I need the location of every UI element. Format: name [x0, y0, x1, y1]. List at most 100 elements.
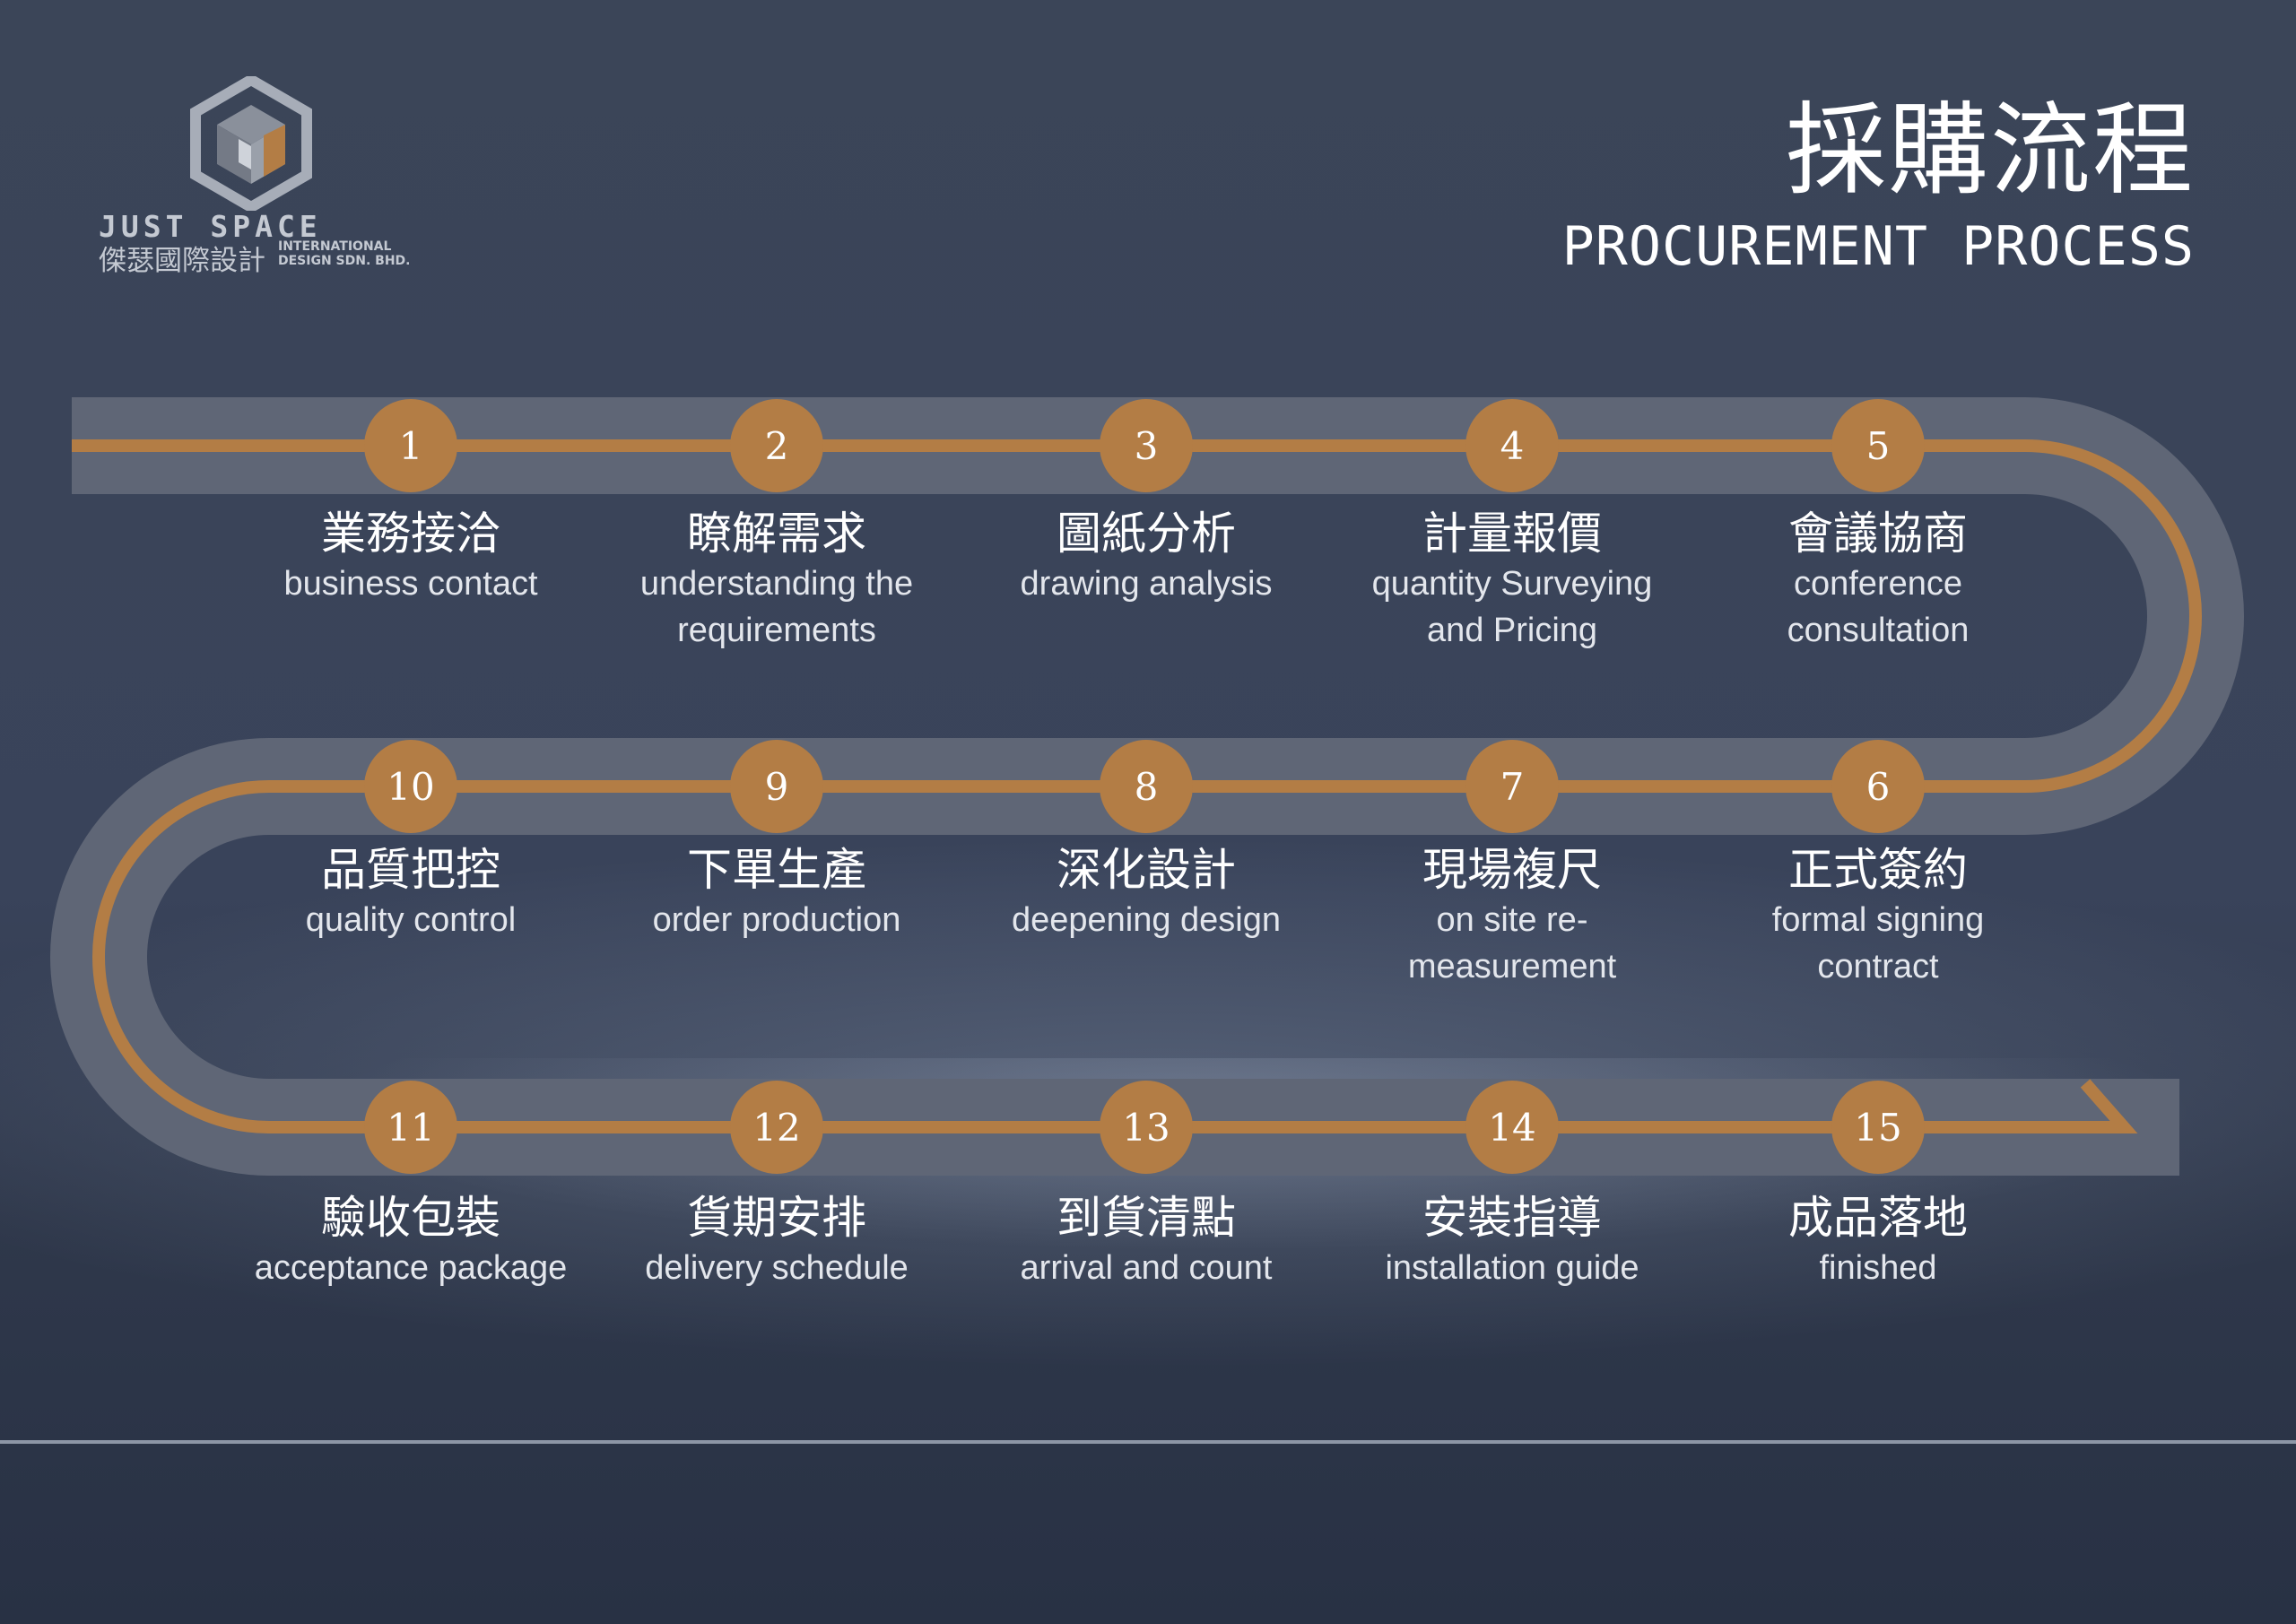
step-title-cn: 正式簽約 — [1788, 844, 1968, 896]
bottom-divider — [0, 1440, 2296, 1444]
page-title-en: PROCUREMENT PROCESS — [1561, 215, 2195, 278]
step-title-cn: 貨期安排 — [687, 1192, 866, 1244]
step-title-en: arrival and count — [1020, 1249, 1273, 1287]
brand-wordmark: JUST SPACE — [99, 209, 322, 244]
flow-end-arrow-icon — [2054, 1079, 2138, 1133]
step-title-cn: 到貨清點 — [1057, 1192, 1236, 1244]
step-circle — [364, 399, 457, 492]
step-number: 5 — [1866, 424, 1891, 468]
step-circle — [1465, 1081, 1559, 1174]
step-node-15: 15 — [1831, 1081, 1925, 1174]
step-label-3: 圖紙分析 drawing analysis — [985, 507, 1308, 607]
step-title-en: acceptance package — [254, 1249, 568, 1287]
step-title-en: deepening design — [1011, 901, 1282, 939]
step-title-en: conference consultation — [1787, 565, 1970, 649]
step-title-cn: 業務接洽 — [321, 508, 500, 560]
step-label-1: 業務接洽 business contact — [249, 507, 572, 607]
step-label-11: 驗收包裝 acceptance package — [249, 1191, 572, 1291]
step-title-cn: 計量報價 — [1422, 508, 1602, 560]
step-title-cn: 圖紙分析 — [1057, 508, 1236, 560]
step-title-en: quality control — [305, 901, 517, 939]
step-circle — [730, 399, 823, 492]
step-node-11: 11 — [364, 1081, 457, 1174]
cube-logo-icon — [190, 76, 312, 211]
step-node-3: 3 — [1100, 399, 1193, 492]
step-title-cn: 會議協商 — [1788, 508, 1968, 560]
step-label-15: 成品落地 finished — [1717, 1191, 2039, 1291]
step-node-5: 5 — [1831, 399, 1925, 492]
step-title-en: business contact — [283, 565, 538, 603]
step-number: 8 — [1135, 765, 1159, 809]
step-label-12: 貨期安排 delivery schedule — [615, 1191, 938, 1291]
step-title-cn: 品質把控 — [321, 844, 500, 896]
step-circle — [730, 1081, 823, 1174]
step-number: 11 — [387, 1106, 434, 1150]
step-number: 6 — [1866, 765, 1891, 809]
step-label-8: 深化設計 deepening design — [985, 843, 1308, 943]
step-circle — [1465, 740, 1559, 833]
step-label-13: 到貨清點 arrival and count — [985, 1191, 1308, 1291]
step-circle — [1465, 399, 1559, 492]
brand-name-en-line1: INTERNATIONAL — [278, 239, 392, 254]
step-node-9: 9 — [730, 740, 823, 833]
step-title-en: drawing analysis — [1020, 565, 1273, 603]
step-number: 2 — [765, 424, 789, 468]
brand-logo: JUST SPACE 傑瑟國際設計 INTERNATIONAL DESIGN S… — [99, 76, 411, 277]
brand-name-cn: 傑瑟國際設計 — [99, 245, 265, 277]
step-label-14: 安裝指導 installation guide — [1351, 1191, 1674, 1291]
brand-name-en-line2: DESIGN SDN. BHD. — [278, 254, 411, 268]
brand-name-en: INTERNATIONAL DESIGN SDN. BHD. — [278, 239, 411, 268]
step-number: 13 — [1122, 1106, 1170, 1150]
step-title-en: finished — [1819, 1249, 1937, 1287]
step-circle — [1831, 1081, 1925, 1174]
step-title-en: delivery schedule — [645, 1249, 909, 1287]
step-number: 7 — [1500, 765, 1525, 809]
step-label-10: 品質把控 quality control — [249, 843, 572, 943]
step-number: 3 — [1135, 424, 1159, 468]
step-number: 15 — [1854, 1106, 1901, 1150]
step-node-4: 4 — [1465, 399, 1559, 492]
step-circle — [1100, 399, 1193, 492]
step-title-en: order production — [652, 901, 901, 939]
step-node-2: 2 — [730, 399, 823, 492]
step-title-en: installation guide — [1385, 1249, 1639, 1287]
step-title-en: quantity Surveying and Pricing — [1371, 565, 1653, 649]
step-circle — [364, 740, 457, 833]
step-node-6: 6 — [1831, 740, 1925, 833]
step-circle — [1100, 740, 1193, 833]
step-number: 4 — [1500, 424, 1525, 468]
step-title-cn: 現場複尺 — [1422, 844, 1602, 896]
step-circle — [1100, 1081, 1193, 1174]
step-number: 10 — [387, 765, 434, 809]
step-node-13: 13 — [1100, 1081, 1193, 1174]
step-circle — [1831, 399, 1925, 492]
step-title-cn: 安裝指導 — [1422, 1192, 1602, 1244]
step-title-en: understanding the requirements — [639, 565, 914, 649]
step-circle — [730, 740, 823, 833]
step-title-cn: 成品落地 — [1788, 1192, 1968, 1244]
step-title-cn: 下單生產 — [687, 844, 866, 896]
step-node-10: 10 — [364, 740, 457, 833]
step-title-en: formal signing contract — [1771, 901, 1985, 986]
step-node-1: 1 — [364, 399, 457, 492]
step-title-cn: 深化設計 — [1057, 844, 1236, 896]
step-number: 14 — [1488, 1106, 1535, 1150]
step-number: 9 — [765, 765, 789, 809]
step-node-14: 14 — [1465, 1081, 1559, 1174]
step-node-12: 12 — [730, 1081, 823, 1174]
step-title-en: on site re-measurement — [1407, 901, 1617, 986]
step-circle — [1831, 740, 1925, 833]
step-node-8: 8 — [1100, 740, 1193, 833]
step-label-9: 下單生產 order production — [615, 843, 938, 943]
step-number: 1 — [399, 424, 423, 468]
step-circle — [364, 1081, 457, 1174]
page-title-cn: 採購流程 — [1786, 92, 2195, 209]
step-title-cn: 驗收包裝 — [321, 1192, 500, 1244]
step-node-7: 7 — [1465, 740, 1559, 833]
